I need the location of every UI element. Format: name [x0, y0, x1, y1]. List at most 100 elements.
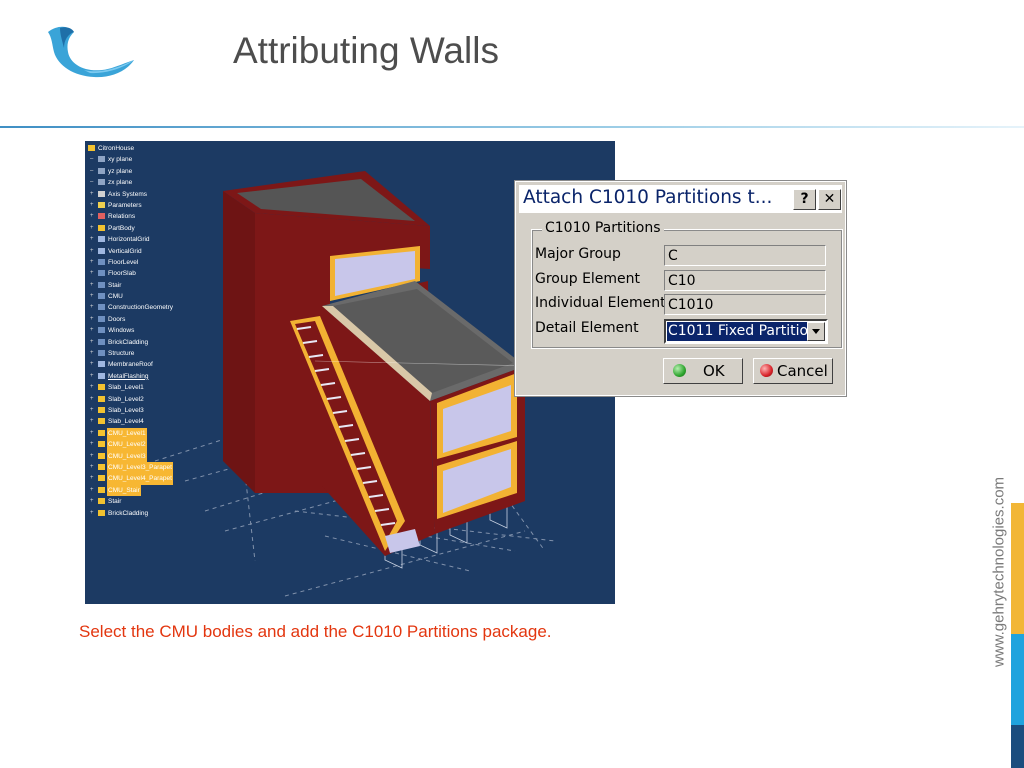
tree-item[interactable]: + Relations [88, 211, 268, 222]
tree-item-label: BrickCladding [108, 509, 149, 517]
tree-item[interactable]: +CMU_Level1 [88, 427, 268, 440]
ok-button[interactable]: OK [663, 358, 743, 384]
tree-item[interactable]: + Stair [88, 496, 268, 507]
expand-icon[interactable]: – [90, 167, 94, 174]
plane-icon [98, 179, 105, 186]
expand-icon[interactable]: + [90, 429, 94, 436]
grid-icon [98, 247, 105, 254]
expand-icon[interactable]: + [90, 418, 94, 425]
tree-item[interactable]: + CMU_Level3 [88, 450, 268, 462]
expand-icon[interactable]: + [90, 441, 94, 448]
plane-icon [98, 156, 105, 163]
expand-icon[interactable]: + [90, 327, 94, 334]
tree-item[interactable]: + BrickCladding [88, 337, 268, 348]
expand-icon[interactable]: + [90, 281, 94, 288]
expand-icon[interactable]: + [90, 190, 94, 197]
expand-icon[interactable]: + [90, 338, 94, 345]
tree-item[interactable]: –zx plane [88, 177, 268, 188]
building-3d-model[interactable] [85, 141, 615, 604]
body-icon [98, 384, 105, 391]
tree-item[interactable]: +Structure [88, 348, 268, 359]
expand-icon[interactable]: + [90, 293, 94, 300]
dropdown-button[interactable] [807, 322, 825, 341]
side-url: www.gehrytechnologies.com [988, 470, 1010, 675]
expand-icon[interactable]: + [90, 270, 94, 277]
tree-item[interactable]: +CMU_Level4_Parapet [88, 473, 268, 485]
expand-icon[interactable]: + [90, 304, 94, 311]
tree-item-label: CMU_Stair [107, 484, 141, 497]
expand-icon[interactable]: + [90, 236, 94, 243]
cancel-button[interactable]: Cancel [753, 358, 833, 384]
tree-item[interactable]: +CMU_Level3_Parapet [88, 461, 268, 474]
expand-icon[interactable]: + [90, 452, 94, 459]
expand-icon[interactable]: + [90, 475, 94, 482]
tree-item-label: Stair [108, 498, 122, 506]
dialog-title: Attach C1010 Partitions t... [523, 187, 773, 208]
expand-icon[interactable]: + [90, 384, 94, 391]
tree-item[interactable]: + VerticalGrid [88, 246, 268, 257]
expand-icon[interactable]: + [90, 258, 94, 265]
expand-icon[interactable]: + [90, 224, 94, 231]
expand-icon[interactable]: + [90, 315, 94, 322]
accent-stripe-yellow [1011, 503, 1024, 634]
tree-item[interactable]: + Parameters [88, 200, 268, 211]
tree-item[interactable]: + Windows [88, 325, 268, 336]
tree-item[interactable]: +CMU_Level2 [88, 439, 268, 451]
expand-icon[interactable]: + [90, 486, 94, 493]
expand-icon[interactable]: + [90, 350, 94, 357]
detail-element-select[interactable]: C1011 Fixed Partitions [664, 319, 828, 344]
tree-item[interactable]: +CMU [88, 291, 268, 302]
tree-item[interactable]: +FloorLevel [88, 257, 268, 268]
expand-icon[interactable]: + [90, 213, 94, 220]
tree-item[interactable]: +PartBody [88, 223, 268, 234]
tree-item[interactable]: +FloorSlab [88, 268, 268, 279]
tree-item-label: Windows [108, 327, 135, 335]
individual-element-field: C1010 [664, 294, 826, 315]
expand-icon[interactable]: + [90, 498, 94, 505]
tree-item[interactable]: + BrickCladding [88, 508, 268, 519]
tree-item[interactable]: + Stair [88, 280, 268, 291]
tree-item[interactable]: +Slab_Level1 [88, 382, 268, 393]
tree-item[interactable]: +Slab_Level2 [88, 394, 268, 405]
expand-icon[interactable]: + [90, 201, 94, 208]
tree-item[interactable]: –xy plane [88, 154, 268, 165]
tree-item[interactable]: – yz plane [88, 166, 268, 177]
group-element-field: C10 [664, 270, 826, 291]
tree-item-label: Parameters [108, 201, 142, 209]
tree-item[interactable]: +MetalFlashing [88, 371, 268, 382]
individual-element-label: Individual Element [535, 295, 666, 311]
geometric-set-icon [98, 315, 105, 322]
accent-stripe-navy [1011, 725, 1024, 768]
specification-tree[interactable]: CitronHouse–xy plane–yz plane–zx plane+A… [88, 143, 268, 519]
tree-item-label: Relations [108, 213, 136, 221]
grid-icon [98, 236, 105, 243]
tree-item-label: CMU_Level3 [107, 450, 147, 462]
expand-icon[interactable]: + [90, 372, 94, 379]
tree-item-label: yz plane [108, 167, 133, 175]
expand-icon[interactable]: – [90, 179, 94, 186]
tree-item[interactable]: +Slab_Level3 [88, 405, 268, 416]
geometric-set-icon [98, 350, 105, 357]
tree-item[interactable]: +Axis Systems [88, 189, 268, 200]
expand-icon[interactable]: – [90, 156, 94, 163]
tree-item[interactable]: + CMU_Stair [88, 484, 268, 497]
tree-item[interactable]: +HorizontalGrid [88, 234, 268, 245]
help-button[interactable]: ? [793, 189, 816, 210]
tree-item-label: VerticalGrid [108, 247, 142, 255]
dialog-titlebar[interactable]: Attach C1010 Partitions t... ? ✕ [519, 185, 842, 213]
expand-icon[interactable]: + [90, 463, 94, 470]
tree-item[interactable]: +Doors [88, 314, 268, 325]
tree-item[interactable]: CitronHouse [88, 143, 268, 154]
expand-icon[interactable]: + [90, 361, 94, 368]
group-title: C1010 Partitions [542, 220, 664, 236]
expand-icon[interactable]: + [90, 247, 94, 254]
tree-item[interactable]: +Slab_Level4 [88, 416, 268, 427]
close-button[interactable]: ✕ [818, 189, 841, 210]
expand-icon[interactable]: + [90, 395, 94, 402]
tree-item[interactable]: +ConstructionGeometry [88, 302, 268, 313]
expand-icon[interactable]: + [90, 509, 94, 516]
tree-item[interactable]: +MembraneRoof [88, 359, 268, 370]
expand-icon[interactable]: + [90, 406, 94, 413]
tree-item-label: Stair [108, 281, 122, 289]
tree-item-label: BrickCladding [108, 338, 149, 346]
